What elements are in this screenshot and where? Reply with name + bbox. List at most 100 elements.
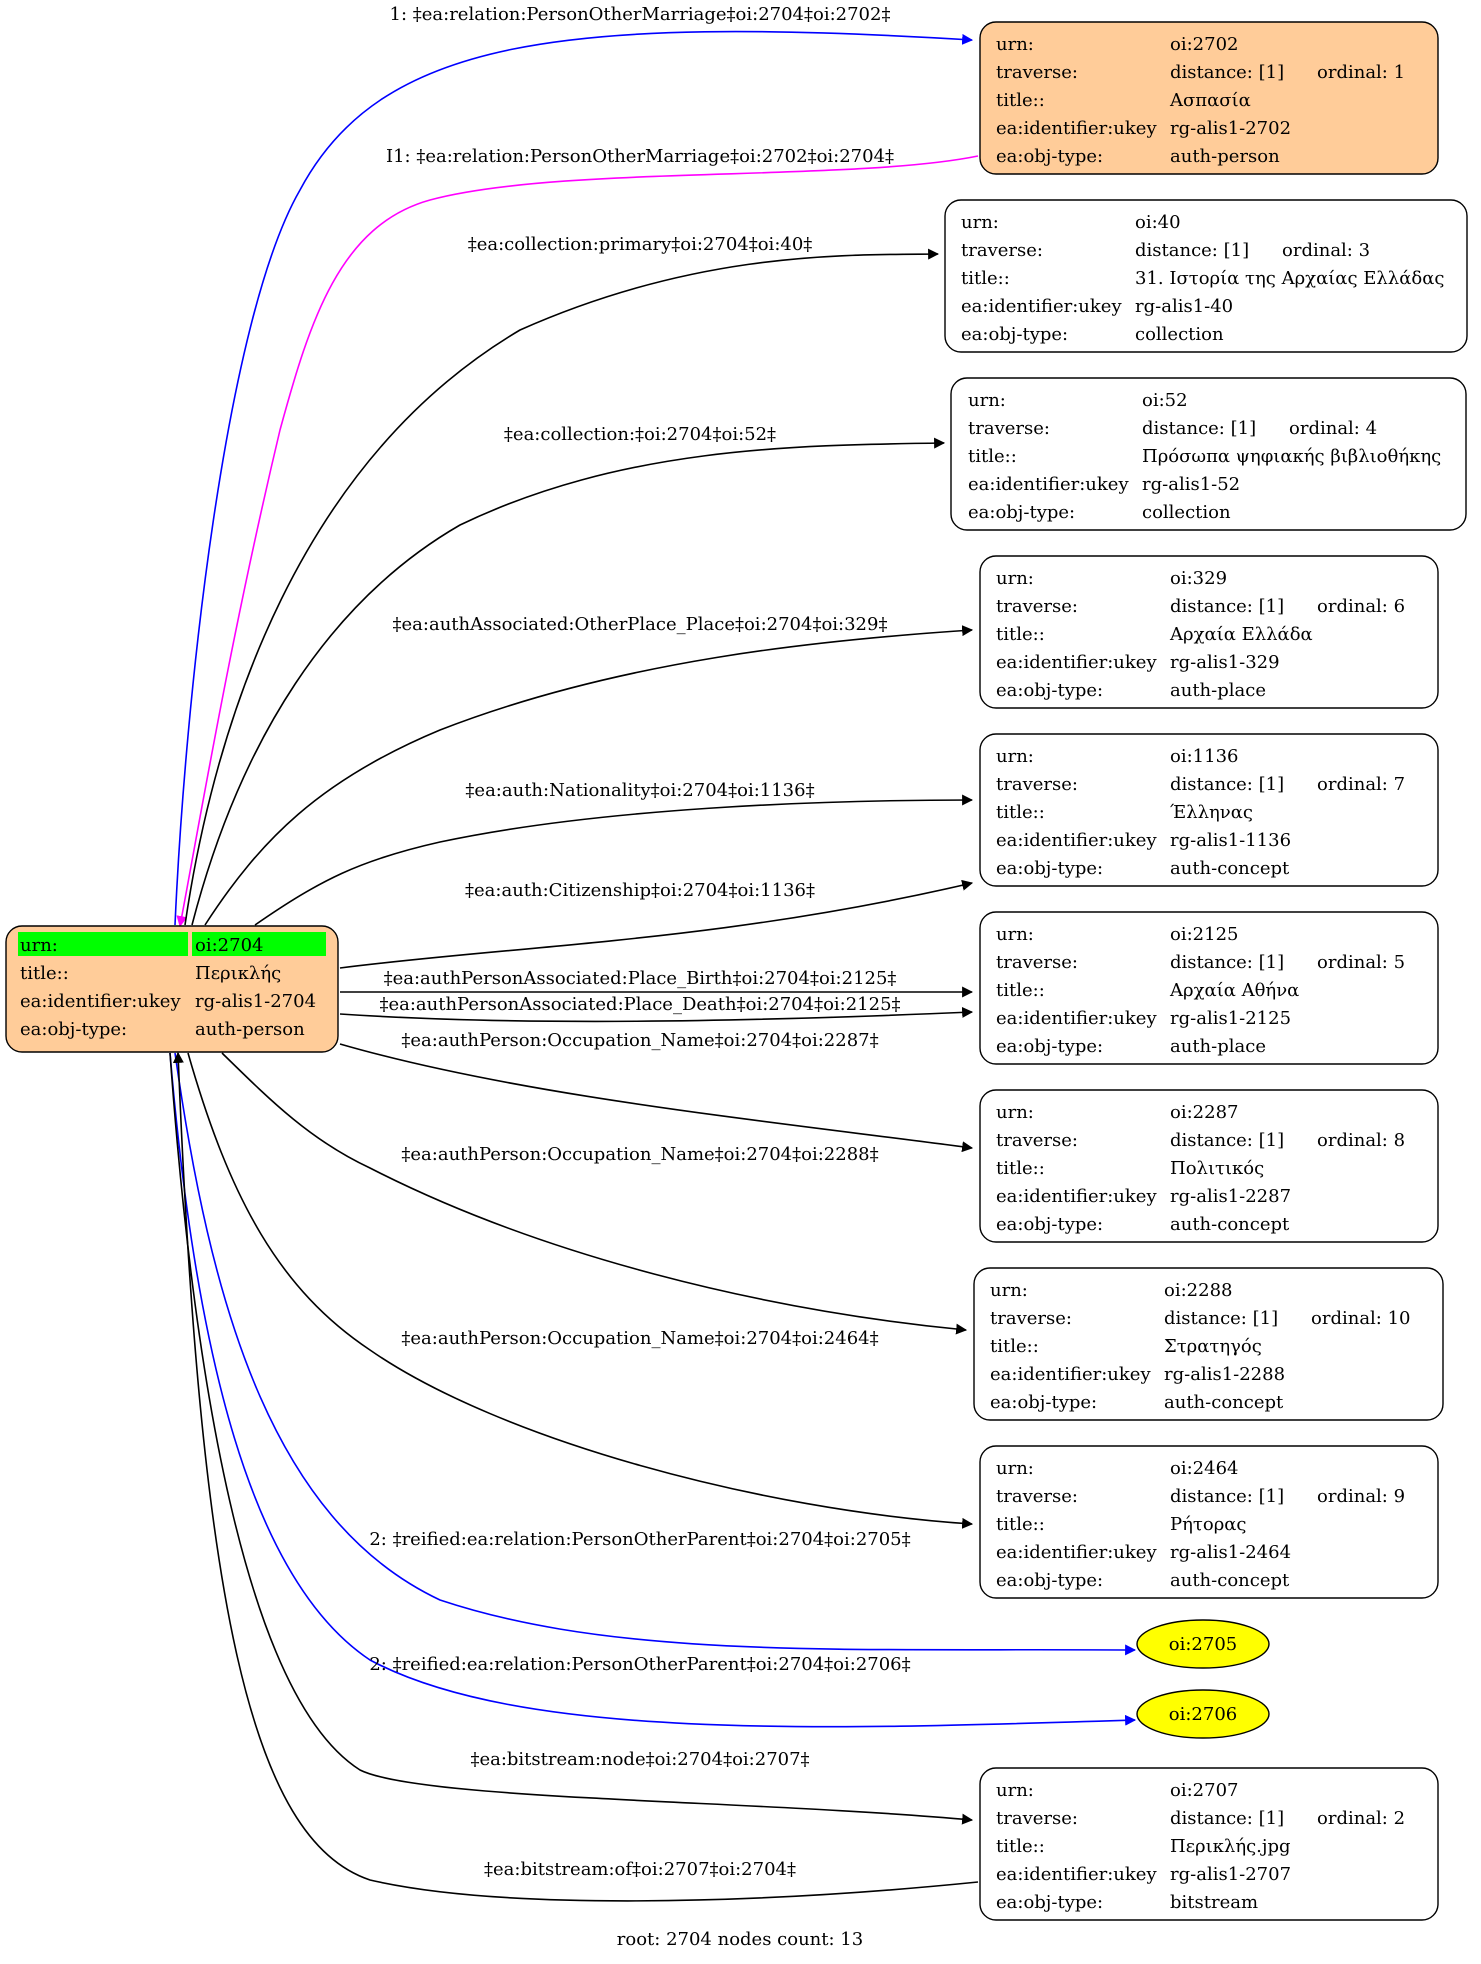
edge-label: ‡ea:authPersonAssociated:Place_Death‡oi:…	[379, 994, 900, 1015]
node-field-key: title::	[996, 1158, 1045, 1179]
edge-line	[174, 1052, 1137, 1656]
node-box	[979, 1445, 1439, 1599]
node-field-value: oi:2288	[1164, 1280, 1232, 1301]
node-field-value: auth-concept	[1170, 858, 1290, 879]
edge-line	[204, 625, 974, 926]
urn-value-highlight	[192, 932, 326, 956]
node-field-key: urn:	[996, 568, 1034, 589]
node-field-key: urn:	[968, 390, 1006, 411]
node-field-value: rg-alis1-2702	[1170, 118, 1291, 139]
node-field-value: distance: [1]	[1170, 596, 1284, 617]
node-field-key: title::	[20, 963, 69, 984]
edge-line	[169, 1052, 974, 1825]
edge-line	[169, 1052, 1137, 1728]
node-field-value: auth-person	[1170, 146, 1280, 167]
node-field-value: oi:1136	[1170, 746, 1238, 767]
node-field-value: bitstream	[1170, 1892, 1258, 1913]
node-box	[979, 21, 1439, 175]
edge-2: ‡ea:collection:primary‡oi:2704‡oi:40‡	[184, 234, 940, 926]
node-field-key: ea:identifier:ukey	[968, 474, 1129, 495]
node-field-value: Πολιτικός	[1170, 1158, 1264, 1179]
edge-line	[187, 1052, 974, 1529]
node-field-key: ea:identifier:ukey	[996, 1542, 1157, 1563]
node-oi-2706[interactable]: oi:2706	[1136, 1689, 1270, 1739]
node-oi-2704[interactable]: urn:oi:2704title::Περικλήςea:identifier:…	[5, 925, 339, 1053]
node-field-value: oi:2287	[1170, 1102, 1238, 1123]
node-field-key: traverse:	[996, 774, 1078, 795]
node-oi-2705[interactable]: oi:2705	[1136, 1619, 1270, 1669]
node-field-key: ea:identifier:ukey	[996, 830, 1157, 851]
node-field-key: ea:identifier:ukey	[996, 652, 1157, 673]
node-field-key: ea:obj-type:	[990, 1392, 1097, 1413]
node-field-value: distance: [1]	[1170, 1130, 1284, 1151]
edge-9: ‡ea:authPerson:Occupation_Name‡oi:2704‡o…	[339, 1030, 974, 1153]
node-field-value: distance: [1]	[1135, 240, 1249, 261]
node-field-key: urn:	[996, 1102, 1034, 1123]
node-field-ordinal: ordinal: 7	[1317, 774, 1405, 795]
node-field-key: ea:identifier:ukey	[996, 118, 1157, 139]
edge-label: ‡ea:authPerson:Occupation_Name‡oi:2704‡o…	[401, 1030, 878, 1051]
node-field-key: title::	[996, 1514, 1045, 1535]
node-field-key: traverse:	[996, 1130, 1078, 1151]
node-field-key: urn:	[996, 1458, 1034, 1479]
node-field-key: urn:	[996, 34, 1034, 55]
node-field-value: Ρήτορας	[1170, 1514, 1247, 1535]
node-field-key: ea:obj-type:	[996, 680, 1103, 701]
node-field-value: auth-place	[1170, 680, 1266, 701]
node-field-value: rg-alis1-2707	[1170, 1864, 1291, 1885]
node-field-value: oi:52	[1142, 390, 1188, 411]
node-field-key: traverse:	[996, 62, 1078, 83]
node-box	[979, 555, 1439, 709]
node-field-value: rg-alis1-2287	[1170, 1186, 1291, 1207]
node-field-value: 31. Ιστορία της Αρχαίας Ελλάδας	[1135, 268, 1444, 289]
node-field-key: urn:	[961, 212, 999, 233]
node-field-value: distance: [1]	[1170, 1808, 1284, 1829]
node-field-key: ea:identifier:ukey	[990, 1364, 1151, 1385]
edge-1: I1: ‡ea:relation:PersonOtherMarriage‡oi:…	[176, 146, 979, 928]
node-field-key: ea:identifier:ukey	[961, 296, 1122, 317]
edge-3: ‡ea:collection:‡oi:2704‡oi:52‡	[191, 424, 946, 926]
node-field-ordinal: ordinal: 4	[1289, 418, 1377, 439]
node-field-value: auth-person	[195, 1019, 305, 1040]
node-field-key: title::	[968, 446, 1017, 467]
node-field-key: title::	[961, 268, 1010, 289]
node-field-value: auth-concept	[1170, 1214, 1290, 1235]
node-field-key: ea:identifier:ukey	[996, 1008, 1157, 1029]
node-field-key: ea:identifier:ukey	[20, 991, 181, 1012]
node-field-value: Αρχαία Ελλάδα	[1169, 624, 1313, 645]
node-field-value: oi:2702	[1170, 34, 1238, 55]
edge-6: ‡ea:auth:Citizenship‡oi:2704‡oi:1136‡	[339, 879, 974, 969]
node-field-value: Πρόσωπα ψηφιακής βιβλιοθήκης	[1142, 446, 1441, 467]
node-field-value: rg-alis1-1136	[1170, 830, 1291, 851]
node-field-value: Ασπασία	[1169, 90, 1251, 111]
node-field-value: rg-alis1-329	[1170, 652, 1280, 673]
node-field-value: distance: [1]	[1142, 418, 1256, 439]
edge-label: ‡ea:auth:Nationality‡oi:2704‡oi:1136‡	[465, 780, 814, 801]
edge-13: 2: ‡reified:ea:relation:PersonOtherParen…	[169, 1052, 1137, 1728]
node-field-key: ea:obj-type:	[996, 1214, 1103, 1235]
node-field-value: rg-alis1-40	[1135, 296, 1233, 317]
node-field-value: distance: [1]	[1170, 952, 1284, 973]
node-field-key: title::	[990, 1336, 1039, 1357]
edge-4: ‡ea:authAssociated:OtherPlace_Place‡oi:2…	[204, 614, 974, 926]
edge-0: 1: ‡ea:relation:PersonOtherMarriage‡oi:2…	[174, 4, 974, 926]
node-label: oi:2706	[1169, 1704, 1237, 1725]
node-field-key: ea:obj-type:	[961, 324, 1068, 345]
urn-key-highlight	[18, 932, 188, 956]
edge-label: ‡ea:collection:primary‡oi:2704‡oi:40‡	[468, 234, 813, 255]
node-field-value: rg-alis1-52	[1142, 474, 1240, 495]
node-field-value: Περικλής	[195, 963, 281, 984]
node-field-key: urn:	[20, 935, 58, 956]
node-field-ordinal: ordinal: 5	[1317, 952, 1405, 973]
node-field-key: title::	[996, 624, 1045, 645]
